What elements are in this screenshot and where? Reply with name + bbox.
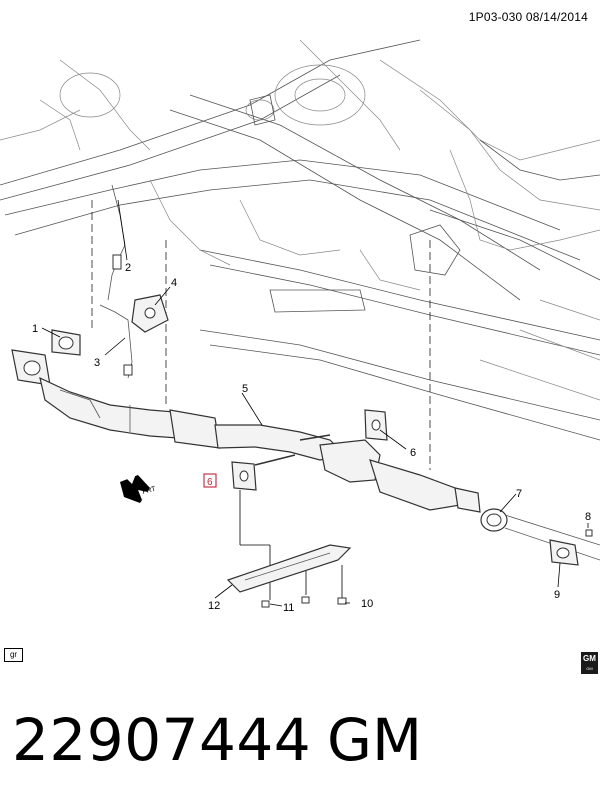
bolt-part-8 [585,529,593,537]
front-label: FRT [142,485,158,495]
callout-10: 10 [361,598,373,610]
brand-name: GM [327,706,422,774]
callout-5: 5 [242,383,248,395]
gm-logo-icon: GM GM [581,652,598,674]
callout-2: 2 [125,262,131,274]
callout-3: 3 [94,357,100,369]
callout-6-highlighted: 6 [207,477,213,488]
gm-logo-text: GM [583,654,596,663]
gm-logo-subtext: GM [586,666,593,671]
callout-7: 7 [516,488,522,500]
callout-9: 9 [554,589,560,601]
callout-1: 1 [32,323,38,335]
flex-joint [169,409,221,449]
callout-6-upper: 6 [410,447,416,459]
nut-part-11-b [301,596,310,604]
callout-4: 4 [171,277,177,289]
callout-12: 12 [208,600,220,612]
diagram-code: 1P03-030 08/14/2014 [468,10,588,24]
resonator [319,439,381,483]
part-number: 22907444 [12,706,312,774]
gr-badge: gr [4,648,23,662]
reference-lines [91,200,431,600]
callout-leaders [41,199,589,607]
callout-11: 11 [283,602,294,614]
exhaust-parts [11,184,600,608]
front-pipe [39,376,179,439]
bolt-part-10 [337,585,347,605]
oxygen-sensor-part-2 [107,184,126,301]
heat-shield-part-12 [226,544,352,593]
nut-part-11-a [261,600,270,608]
vehicle-underbody [0,39,600,441]
rear-pipe [369,459,461,511]
callout-8: 8 [585,511,591,523]
front-direction-arrow-icon: FRT [120,474,157,503]
callouts: 1 2 3 4 5 6 6 7 8 9 10 11 12 [32,262,591,614]
